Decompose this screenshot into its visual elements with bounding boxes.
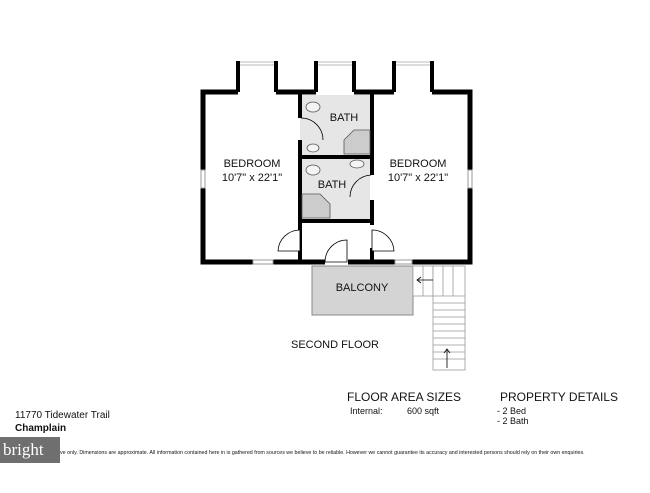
floor-area-value: 600 sqft (407, 406, 440, 416)
bright-mls-logo: bright MLS (0, 437, 60, 483)
balcony-area (311, 265, 414, 316)
property-detail-baths: - 2 Bath (497, 416, 529, 426)
bath-upper-label: BATH (329, 112, 359, 124)
stairs (412, 265, 466, 371)
bedroom-right-name: BEDROOM (389, 158, 447, 170)
floor-area-label: Internal: (350, 406, 383, 416)
bath-fixtures (301, 101, 371, 219)
bedroom-left-size: 10'7" x 22'1" (221, 172, 283, 184)
floor-area-heading: FLOOR AREA SIZES (347, 390, 462, 404)
balcony-label: BALCONY (335, 282, 389, 294)
bath-lower-label: BATH (317, 179, 347, 191)
logo-suffix: MLS (3, 477, 17, 483)
disclaimer: ve only. Dimensions are approximate. All… (60, 450, 585, 456)
bedroom-left-name: BEDROOM (223, 158, 281, 170)
floor-label: SECOND FLOOR (290, 339, 379, 351)
logo-brand: bright (3, 440, 44, 459)
address-city: Champlain (15, 423, 67, 434)
bedroom-right-size: 10'7" x 22'1" (387, 172, 449, 184)
floor-plan-drawing (200, 61, 473, 371)
property-details-heading: PROPERTY DETAILS (500, 390, 619, 404)
address-street: 11770 Tidewater Trail (15, 410, 110, 421)
doors (277, 117, 395, 263)
property-detail-beds: - 2 Bed (497, 406, 527, 416)
dormers (236, 61, 434, 92)
